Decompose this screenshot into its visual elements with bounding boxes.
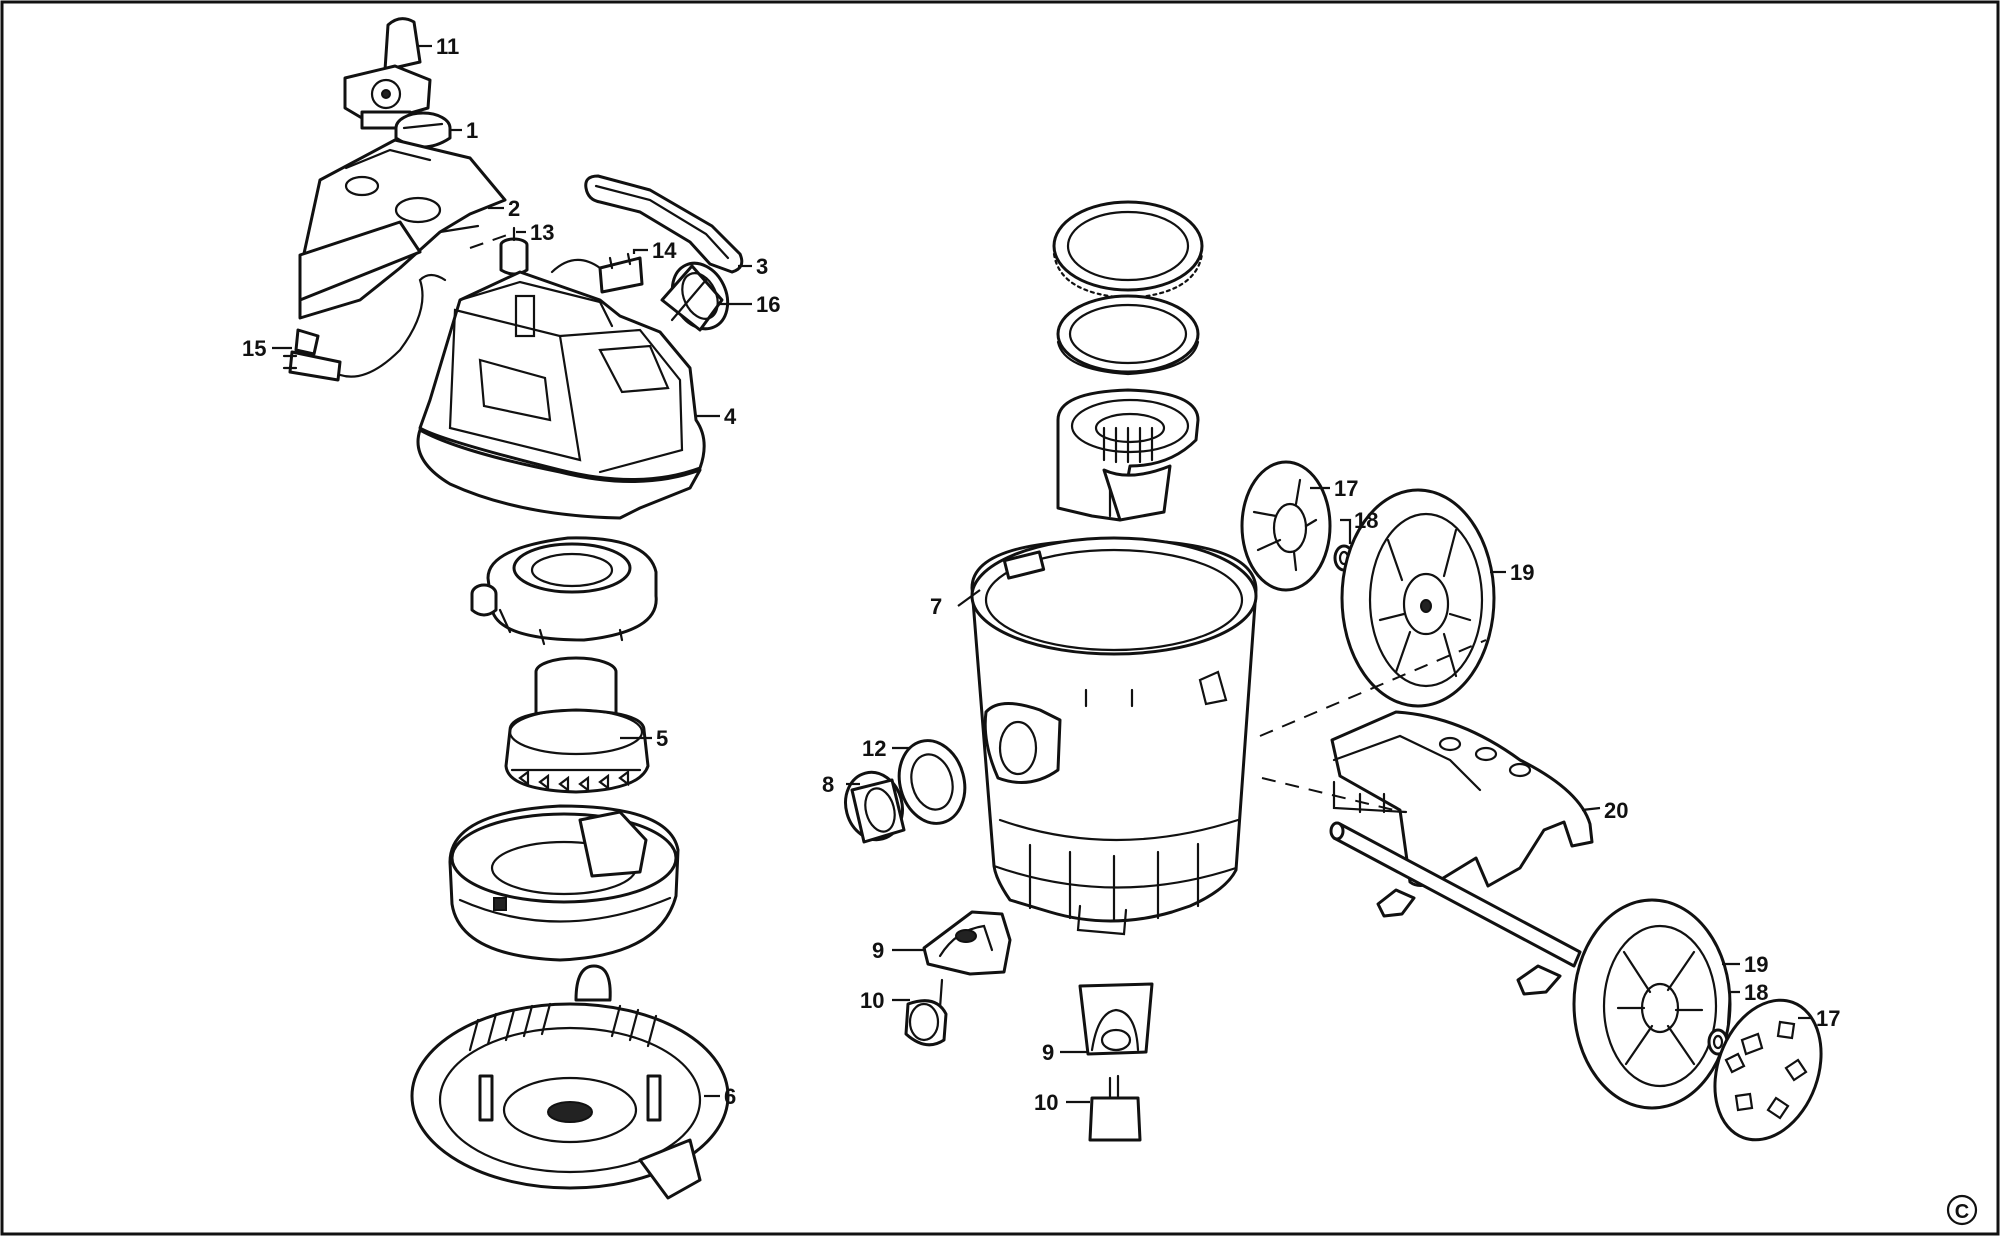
alignment-line-top — [469, 233, 511, 249]
callout-19-rear: 19 — [1510, 560, 1534, 585]
part-10-caster-front — [1088, 1074, 1142, 1142]
callout-leader-lines — [272, 44, 1812, 1104]
part-14-contact — [550, 252, 644, 294]
callout-15: 15 — [242, 336, 266, 361]
motor-mount-ring — [470, 536, 658, 646]
part-10-caster-left — [904, 978, 948, 1047]
part-5-motor — [504, 656, 650, 794]
cartridge-filter — [1056, 388, 1200, 522]
part-12-inlet-gasket — [897, 739, 967, 825]
part-16-inlet — [660, 261, 730, 332]
part-15-plug-and-cable — [282, 273, 447, 382]
callout-11: 11 — [436, 34, 459, 59]
copyright-letter: C — [1955, 1201, 1969, 1223]
part-17-hubcap-front — [1713, 998, 1823, 1142]
callout-6: 6 — [724, 1084, 736, 1109]
callout-17-front: 17 — [1816, 1006, 1840, 1031]
callout-10-left: 10 — [860, 988, 884, 1013]
callout-17-rear: 17 — [1334, 476, 1358, 501]
callout-3: 3 — [756, 254, 768, 279]
part-9-caster-holder-front — [1078, 982, 1154, 1056]
part-19-wheel-front — [1572, 898, 1732, 1110]
callout-1: 1 — [466, 118, 478, 143]
axle-clip-2 — [1516, 964, 1562, 996]
part-11-switch — [343, 17, 432, 130]
part-17-hubcap-rear — [1240, 460, 1332, 592]
motor-base-ring — [448, 804, 680, 962]
callout-5: 5 — [656, 726, 668, 751]
copyright-mark: C — [1946, 1194, 1978, 1226]
alignment-line-front — [1261, 777, 1477, 831]
callout-19-front: 19 — [1744, 952, 1768, 977]
callout-20: 20 — [1604, 798, 1628, 823]
wheel-axle — [1329, 821, 1582, 968]
filter-cage-ring — [1056, 294, 1200, 376]
callout-12: 12 — [862, 736, 886, 761]
callout-9-left: 9 — [872, 938, 884, 963]
callout-18-rear: 18 — [1354, 508, 1378, 533]
callout-7: 7 — [930, 594, 942, 619]
filter-gasket-ring — [1052, 200, 1204, 300]
axle-clip-1 — [1376, 888, 1416, 918]
part-2-top-cover — [298, 138, 507, 320]
callout-2: 2 — [508, 196, 520, 221]
part-6-base-plate — [410, 964, 730, 1200]
part-19-wheel-rear — [1340, 488, 1496, 708]
part-9-caster-holder-left — [922, 910, 1012, 976]
callout-14: 14 — [652, 238, 677, 263]
part-8-inlet-socket — [844, 770, 906, 844]
callout-13: 13 — [530, 220, 554, 245]
callout-9-front: 9 — [1042, 1040, 1054, 1065]
callout-16: 16 — [756, 292, 780, 317]
callout-18-front: 18 — [1744, 980, 1768, 1005]
callout-10-front: 10 — [1034, 1090, 1058, 1115]
part-4-head-housing — [416, 270, 706, 520]
part-13-cap — [499, 226, 529, 276]
callout-8: 8 — [822, 772, 834, 797]
callout-4: 4 — [724, 404, 737, 429]
part-7-drum — [970, 536, 1258, 936]
callout-labels: 11 1 2 13 14 3 16 15 4 5 6 7 12 8 9 10 9… — [242, 34, 1840, 1115]
part-20-front-bumper — [1330, 710, 1594, 888]
alignment-line-rear — [1259, 639, 1487, 737]
